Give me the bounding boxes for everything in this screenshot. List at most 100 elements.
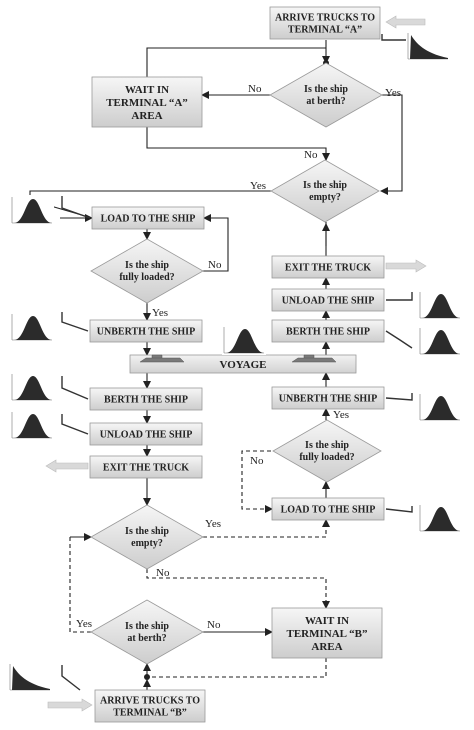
dist-curve [14,316,52,340]
dist-curve [422,507,460,531]
exit-arrow-left [45,459,89,473]
label-yes-berth-b: Yes [76,618,92,630]
dist-link-load-right [385,506,413,513]
dist-curve [422,294,460,318]
unload-left-box: UNLOAD THE SHIP [89,422,203,446]
box-shape [271,607,383,659]
dist-curve [14,414,52,438]
wait-b-loop [147,658,327,678]
berth-right-box: BERTH THE SHIP [271,319,385,343]
dist-curve [422,396,460,420]
distribution-unload-left [10,410,54,440]
decision-label: Is the ship [303,180,347,191]
label-yes-fully-left: Yes [152,307,168,319]
dist-curve [14,376,52,400]
box-label: TERMINAL “B” [287,628,368,640]
berth-yes-to-empty [380,94,403,195]
box-shape [89,387,203,411]
dist-link-load-left [61,196,91,219]
distribution-unberth-left [10,312,54,342]
label-no-fully-left: No [208,259,222,271]
dist-curve [14,199,52,223]
label-yes-berth-a: Yes [385,87,401,99]
box-shape [269,6,381,40]
dist-link-unberth-left [61,312,89,332]
box-label: VOYAGE [219,359,266,371]
ship-icon [291,354,337,363]
distribution-load-left [10,195,54,225]
dist-link-unload-left [61,414,89,435]
diamond-shape [90,504,204,570]
box-shape [89,455,203,479]
diamond-shape [272,419,382,483]
dist-link-unberth-right [385,393,413,401]
dist-curve [410,35,448,59]
dist-link-arrive-b [61,665,81,691]
empty-yes-to-load-right [203,519,330,538]
label-yes-empty-b: Yes [205,518,221,530]
decision-label: Is the ship [304,84,348,95]
unberth-left-box: UNBERTH THE SHIP [89,319,203,343]
box-label: LOAD TO THE SHIP [281,505,376,516]
exit-left-box: EXIT THE TRUCK [89,455,203,479]
box-label: TERMINAL “B” [113,708,187,719]
dist-curve [226,329,264,353]
box-label: WAIT IN [305,615,349,627]
box-label: TERMINAL “A” [106,97,188,109]
decision-label: at berth? [127,633,166,644]
decision-label: fully loaded? [299,452,354,463]
fully-no-loop-right [241,450,273,513]
box-label: BERTH THE SHIP [286,327,370,338]
distribution-unload-right [418,290,462,320]
box-label: ARRIVE TRUCKS TO [100,696,200,707]
decision-label: Is the ship [125,260,169,271]
decision-label: Is the ship [125,526,169,537]
dist-link-unload-right [386,292,413,301]
load-right-box: LOAD TO THE SHIP [271,497,385,521]
entry-arrow-a [385,15,426,29]
label-no-berth-a: No [248,83,262,95]
box-label: LOAD TO THE SHIP [101,214,196,225]
box-shape [271,497,385,521]
box-shape [271,386,385,410]
distribution-arrive-b [8,662,52,692]
box-shape [271,319,385,343]
load-left-box: LOAD TO THE SHIP [91,206,205,230]
junction-dot [144,674,150,680]
dist-link-berth-right [385,330,413,349]
box-label: UNLOAD THE SHIP [100,430,193,441]
berth-left-box: BERTH THE SHIP [89,387,203,411]
box-shape [271,255,385,279]
box-label: AREA [311,641,342,653]
dist-curve [12,666,50,690]
distribution-voyage [222,325,266,355]
box-label: UNBERTH THE SHIP [279,394,377,405]
box-label: EXIT THE TRUCK [103,463,189,474]
distribution-berth-left [10,372,54,402]
diamond-shape [269,62,383,128]
diamond-shape [90,238,204,304]
diamond-shape [90,599,204,665]
box-label: ARRIVE TRUCKS TO [275,13,375,24]
label-no-fully-right: No [250,455,264,467]
decision-label: Is the ship [125,621,169,632]
box-shape [89,319,203,343]
dist-curve [422,330,460,354]
box-label: EXIT THE TRUCK [285,263,371,274]
distribution-arrive-a [406,31,450,61]
box-shape [89,422,203,446]
box-label: TERMINAL “A” [288,25,362,36]
fully-no-loop [203,214,229,272]
distribution-berth-right [418,326,462,356]
unberth-right-box: UNBERTH THE SHIP [271,386,385,410]
